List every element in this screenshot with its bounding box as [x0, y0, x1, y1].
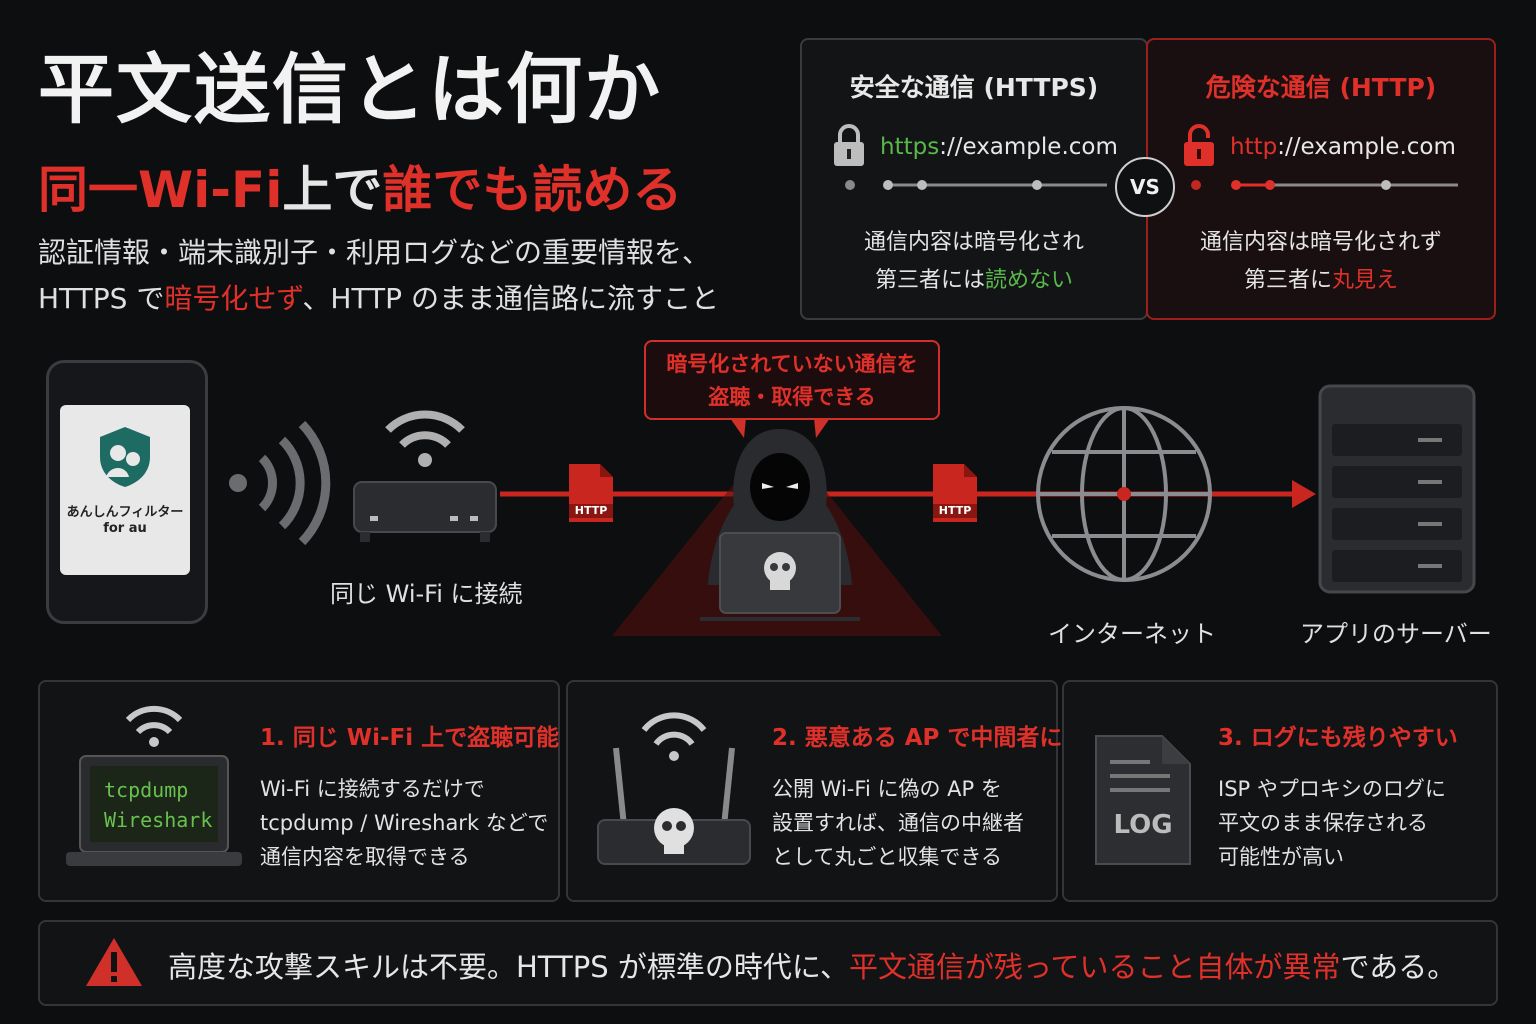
server-caption: アプリのサーバー [1300, 620, 1492, 648]
definition-https: HTTPS で [38, 282, 165, 315]
risk-card-sniffing: tcpdump Wireshark 1. 同じ Wi-Fi 上で盗聴可能 Wi-… [38, 680, 560, 902]
safe-url-rest: ://example.com [939, 134, 1118, 160]
subtitle-on: 上で [282, 161, 383, 219]
app-subname: for au [103, 521, 147, 536]
definition-line-1: 認証情報・端末識別子・利用ログなどの重要情報を、 [38, 236, 711, 269]
danger-desc-line-2: 第三者に丸見え [1148, 262, 1494, 300]
log-file-icon [1095, 735, 1191, 865]
definition-line-2: HTTPS で暗号化せず、HTTP のまま通信路に流すこと [38, 276, 719, 322]
danger-description: 通信内容は暗号化されず 第三者に丸見え [1148, 224, 1494, 300]
conclusion-banner: 高度な攻撃スキルは不要。HTTPS が標準の時代に、平文通信が残っていること自体… [38, 920, 1498, 1006]
wifi-router-icon [353, 410, 497, 542]
sniffer-tool-1: tcpdump [104, 778, 189, 802]
conclusion-text: 高度な攻撃スキルは不要。HTTPS が標準の時代に、平文通信が残っていること自体… [168, 944, 1456, 986]
card-1-line: 通信内容を取得できる [260, 845, 470, 869]
log-file-label: LOG [1113, 810, 1173, 840]
http-packet-icon [569, 464, 613, 522]
definition-text: 認証情報・端末識別子・利用ログなどの重要情報を、 HTTPS で暗号化せず、HT… [38, 230, 719, 322]
http-packet-icon-2 [933, 464, 977, 522]
vs-badge: VS [1115, 157, 1175, 217]
safe-desc-line-1: 通信内容は暗号化され [863, 230, 1084, 255]
server-icon [1318, 384, 1476, 594]
card-2-line: 設置すれば、通信の中継者 [772, 811, 1024, 835]
callout-line-1: 暗号化されていない通信を [666, 352, 918, 376]
safe-description: 通信内容は暗号化され 第三者には読めない [802, 224, 1146, 300]
callout-pointers [730, 418, 830, 438]
app-name: あんしんフィルター [66, 505, 184, 520]
phone-screen: あんしんフィルター for au [60, 405, 190, 575]
wireless-signal-icon [229, 420, 331, 546]
lock-closed-icon [834, 124, 864, 166]
safe-desc-unreadable: 読めない [985, 268, 1074, 293]
shield-family-icon [100, 427, 150, 487]
router-caption: 同じ Wi-Fi に接続 [330, 580, 523, 608]
danger-http-panel: 危険な通信 (HTTP) http://example.com 通信内容は暗号化… [1146, 38, 1496, 320]
card-2-body: 公開 Wi-Fi に偽の AP を 設置すれば、通信の中継者 として丸ごと収集で… [772, 772, 1024, 874]
subtitle-same-wifi: 同一Wi-Fi [38, 161, 283, 219]
internet-caption: インターネット [1048, 620, 1216, 648]
safe-desc-third-party: 第三者には [874, 268, 985, 293]
card-2-line: として丸ごと収集できる [772, 845, 1002, 869]
http-packet-label-2: HTTP [938, 504, 972, 517]
callout-line-2: 盗聴・取得できる [708, 385, 876, 409]
laptop-wifi-icon [66, 705, 242, 866]
safe-url: https://example.com [880, 134, 1118, 160]
danger-url-scheme: http [1230, 134, 1278, 160]
safe-heading: 安全な通信 (HTTPS) [849, 73, 1099, 102]
card-1-line: Wi-Fi に接続するだけで [260, 777, 485, 801]
conclusion-part-3: である。 [1340, 950, 1457, 984]
safe-url-scheme: https [880, 134, 940, 160]
card-2-line: 公開 Wi-Fi に偽の AP を [772, 777, 1002, 801]
card-1-title: 1. 同じ Wi-Fi 上で盗聴可能 [260, 725, 560, 751]
rogue-router-icon [597, 712, 751, 865]
danger-heading: 危険な通信 (HTTP) [1205, 73, 1437, 102]
smartphone: あんしんフィルター for au [46, 360, 208, 624]
card-1-line: tcpdump / Wireshark などで [260, 811, 549, 835]
risk-card-logs: LOG 3. ログにも残りやすい ISP やプロキシのログに 平文のまま保存され… [1062, 680, 1498, 902]
conclusion-emphasis: 平文通信が残っていること自体が異常 [848, 950, 1341, 984]
card-3-line: ISP やプロキシのログに [1218, 777, 1446, 801]
danger-desc-exposed: 丸見え [1332, 268, 1399, 293]
risk-card-rogue-ap: 2. 悪意ある AP で中間者に 公開 Wi-Fi に偽の AP を 設置すれば… [566, 680, 1062, 902]
interception-callout: 暗号化されていない通信を 盗聴・取得できる [644, 340, 940, 420]
lock-open-icon [1184, 124, 1214, 166]
conclusion-part-1: 高度な攻撃スキルは不要。HTTPS が標準の時代に、 [168, 950, 849, 984]
safe-desc-line-2: 第三者には読めない [802, 262, 1146, 300]
card-3-line: 可能性が高い [1218, 845, 1344, 869]
card-3-line: 平文のまま保存される [1218, 811, 1428, 835]
danger-desc-third-party: 第三者に [1243, 268, 1332, 293]
globe-icon [1036, 406, 1212, 582]
card-3-body: ISP やプロキシのログに 平文のまま保存される 可能性が高い [1218, 772, 1446, 874]
safe-https-panel: 安全な通信 (HTTPS) https://example.com 通信内容は暗… [800, 38, 1148, 320]
card-2-title: 2. 悪意ある AP で中間者に [772, 725, 1063, 751]
danger-url: http://example.com [1230, 134, 1456, 160]
http-packet-label-1: HTTP [574, 504, 608, 517]
definition-rest: 、HTTP のまま通信路に流すこと [302, 282, 719, 315]
encrypted-line-graphic [845, 180, 1107, 190]
page-title: 平文送信とは何か [38, 45, 662, 134]
definition-unencrypted: 暗号化せず [164, 282, 303, 315]
card-3-title: 3. ログにも残りやすい [1218, 725, 1458, 751]
danger-url-rest: ://example.com [1277, 134, 1456, 160]
sniffer-tool-2: Wireshark [104, 808, 213, 832]
card-1-body: Wi-Fi に接続するだけで tcpdump / Wireshark などで 通… [260, 772, 548, 874]
danger-desc-line-1: 通信内容は暗号化されず [1199, 230, 1442, 255]
hacker-icon [700, 429, 860, 621]
subtitle-anyone-can-read: 誰でも読める [382, 161, 683, 219]
plaintext-line-graphic [1191, 180, 1458, 190]
warning-icon [86, 938, 142, 986]
page-subtitle: 同一Wi-Fi上で誰でも読める [38, 150, 682, 222]
